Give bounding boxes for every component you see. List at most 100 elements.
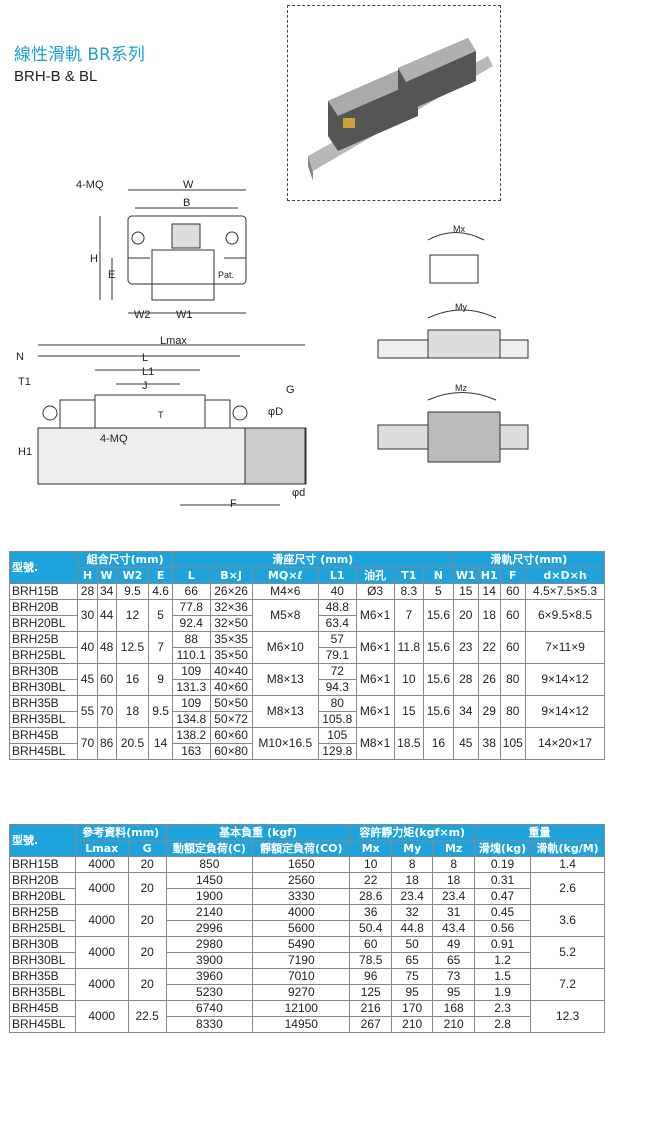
cell-f: 105	[499, 727, 527, 760]
cell-t1: 18.5	[393, 727, 425, 760]
model-cell: BRH35B	[9, 968, 76, 985]
cell-bj: 35×35	[209, 631, 253, 648]
model-cell: BRH25BL	[9, 920, 76, 937]
cell-bj: 35×50	[209, 647, 253, 664]
cell-static-load: 7190	[252, 952, 351, 969]
cell-static-load: 14950	[252, 1016, 351, 1033]
cell-mz: 168	[432, 1000, 475, 1017]
label-e: E	[108, 269, 115, 281]
header-assembly: 組合尺寸(mm)	[77, 551, 173, 568]
col-header: 滑軌(kg/M)	[530, 840, 605, 857]
cell-w: 48	[96, 631, 117, 664]
model-cell: BRH25B	[9, 904, 76, 921]
col-header: Lmax	[74, 840, 129, 857]
col-header: H1	[477, 567, 501, 584]
cell-mx: 96	[349, 968, 392, 985]
cell-h: 30	[77, 599, 98, 632]
cell-l1: 79.1	[317, 647, 357, 664]
label-t: T	[158, 410, 164, 420]
cell-f: 60	[499, 631, 527, 664]
model-cell: BRH25BL	[8, 647, 79, 664]
label-w2: W2	[134, 309, 151, 321]
cell-n: 15.6	[423, 695, 454, 728]
label-j: J	[142, 380, 148, 392]
cell-static-load: 1650	[252, 856, 351, 873]
cell-mx: 78.5	[349, 952, 392, 969]
model-cell: BRH20BL	[8, 615, 79, 632]
cell-my: 95	[390, 984, 434, 1001]
label-phid: φd	[292, 487, 305, 499]
model-cell: BRH20BL	[9, 888, 76, 905]
cell-w2: 20.5	[115, 727, 150, 760]
model-cell: BRH30B	[9, 936, 76, 953]
cell-e: 14	[148, 727, 173, 760]
model-cell: BRH45B	[8, 727, 79, 744]
cell-mq: M5×8	[251, 599, 319, 632]
cell-bj: 40×40	[209, 663, 253, 680]
header-rail: 滑軌尺寸(mm)	[452, 551, 606, 568]
cell-f: 60	[499, 599, 527, 632]
cell-lmax: 4000	[74, 968, 129, 1001]
cell-t1: 10	[393, 663, 425, 696]
cell-my: 65	[390, 952, 434, 969]
cell-w2: 9.5	[115, 583, 150, 600]
cell-bj: 50×72	[209, 711, 253, 728]
col-header: N	[423, 567, 454, 584]
model-cell: BRH30BL	[9, 952, 76, 969]
cell-bj: 40×60	[209, 679, 253, 696]
label-t1: T1	[18, 376, 31, 388]
header-reference: 參考資料(mm)	[74, 824, 167, 841]
cell-mz: 23.4	[432, 888, 475, 905]
cell-lmax: 4000	[74, 872, 129, 905]
cell-static-load: 3330	[252, 888, 351, 905]
col-header: E	[148, 567, 173, 584]
cell-dynamic-load: 3900	[165, 952, 254, 969]
cell-l: 109	[171, 695, 211, 712]
cell-lmax: 4000	[74, 1000, 129, 1033]
cell-static-load: 5600	[252, 920, 351, 937]
label-4mq: 4-MQ	[76, 179, 104, 191]
cell-h: 45	[77, 663, 98, 696]
cell-l1: 105.8	[317, 711, 357, 728]
label-lmax: Lmax	[160, 335, 187, 347]
col-header: Mz	[432, 840, 475, 857]
label-pat: Pat.	[218, 270, 234, 280]
load-table: 型號. 參考資料(mm) 基本負重 (kgf) 容許靜力矩(kgf×m) 重量 …	[9, 824, 606, 1033]
cell-ddh: 9×14×12	[525, 663, 605, 696]
col-header: L1	[317, 567, 357, 584]
cell-lmax: 4000	[74, 904, 129, 937]
cell-dynamic-load: 850	[165, 856, 254, 873]
cell-w2: 12	[115, 599, 150, 632]
cell-mz: 43.4	[432, 920, 475, 937]
cell-f: 80	[499, 695, 527, 728]
cell-block-weight: 1.5	[473, 968, 532, 985]
cell-n: 15.6	[423, 599, 454, 632]
cell-block-weight: 0.19	[473, 856, 532, 873]
cell-t1: 11.8	[393, 631, 425, 664]
col-header: Mx	[349, 840, 392, 857]
cell-g: 20	[127, 968, 167, 1001]
cell-w: 70	[96, 695, 117, 728]
cell-g: 22.5	[127, 1000, 167, 1033]
header-moment: 容許靜力矩(kgf×m)	[349, 824, 475, 841]
col-header: B×J	[209, 567, 253, 584]
cell-rail-weight: 2.6	[530, 872, 605, 905]
model-cell: BRH45B	[9, 1000, 76, 1017]
label-h: H	[90, 253, 98, 265]
cell-ddh: 14×20×17	[525, 727, 605, 760]
cell-lmax: 4000	[74, 936, 129, 969]
cell-mx: 36	[349, 904, 392, 921]
cell-static-load: 9270	[252, 984, 351, 1001]
cell-e: 5	[148, 599, 173, 632]
col-header: MQ×ℓ	[251, 567, 319, 584]
cell-dynamic-load: 3960	[165, 968, 254, 985]
cell-l: 134.8	[171, 711, 211, 728]
